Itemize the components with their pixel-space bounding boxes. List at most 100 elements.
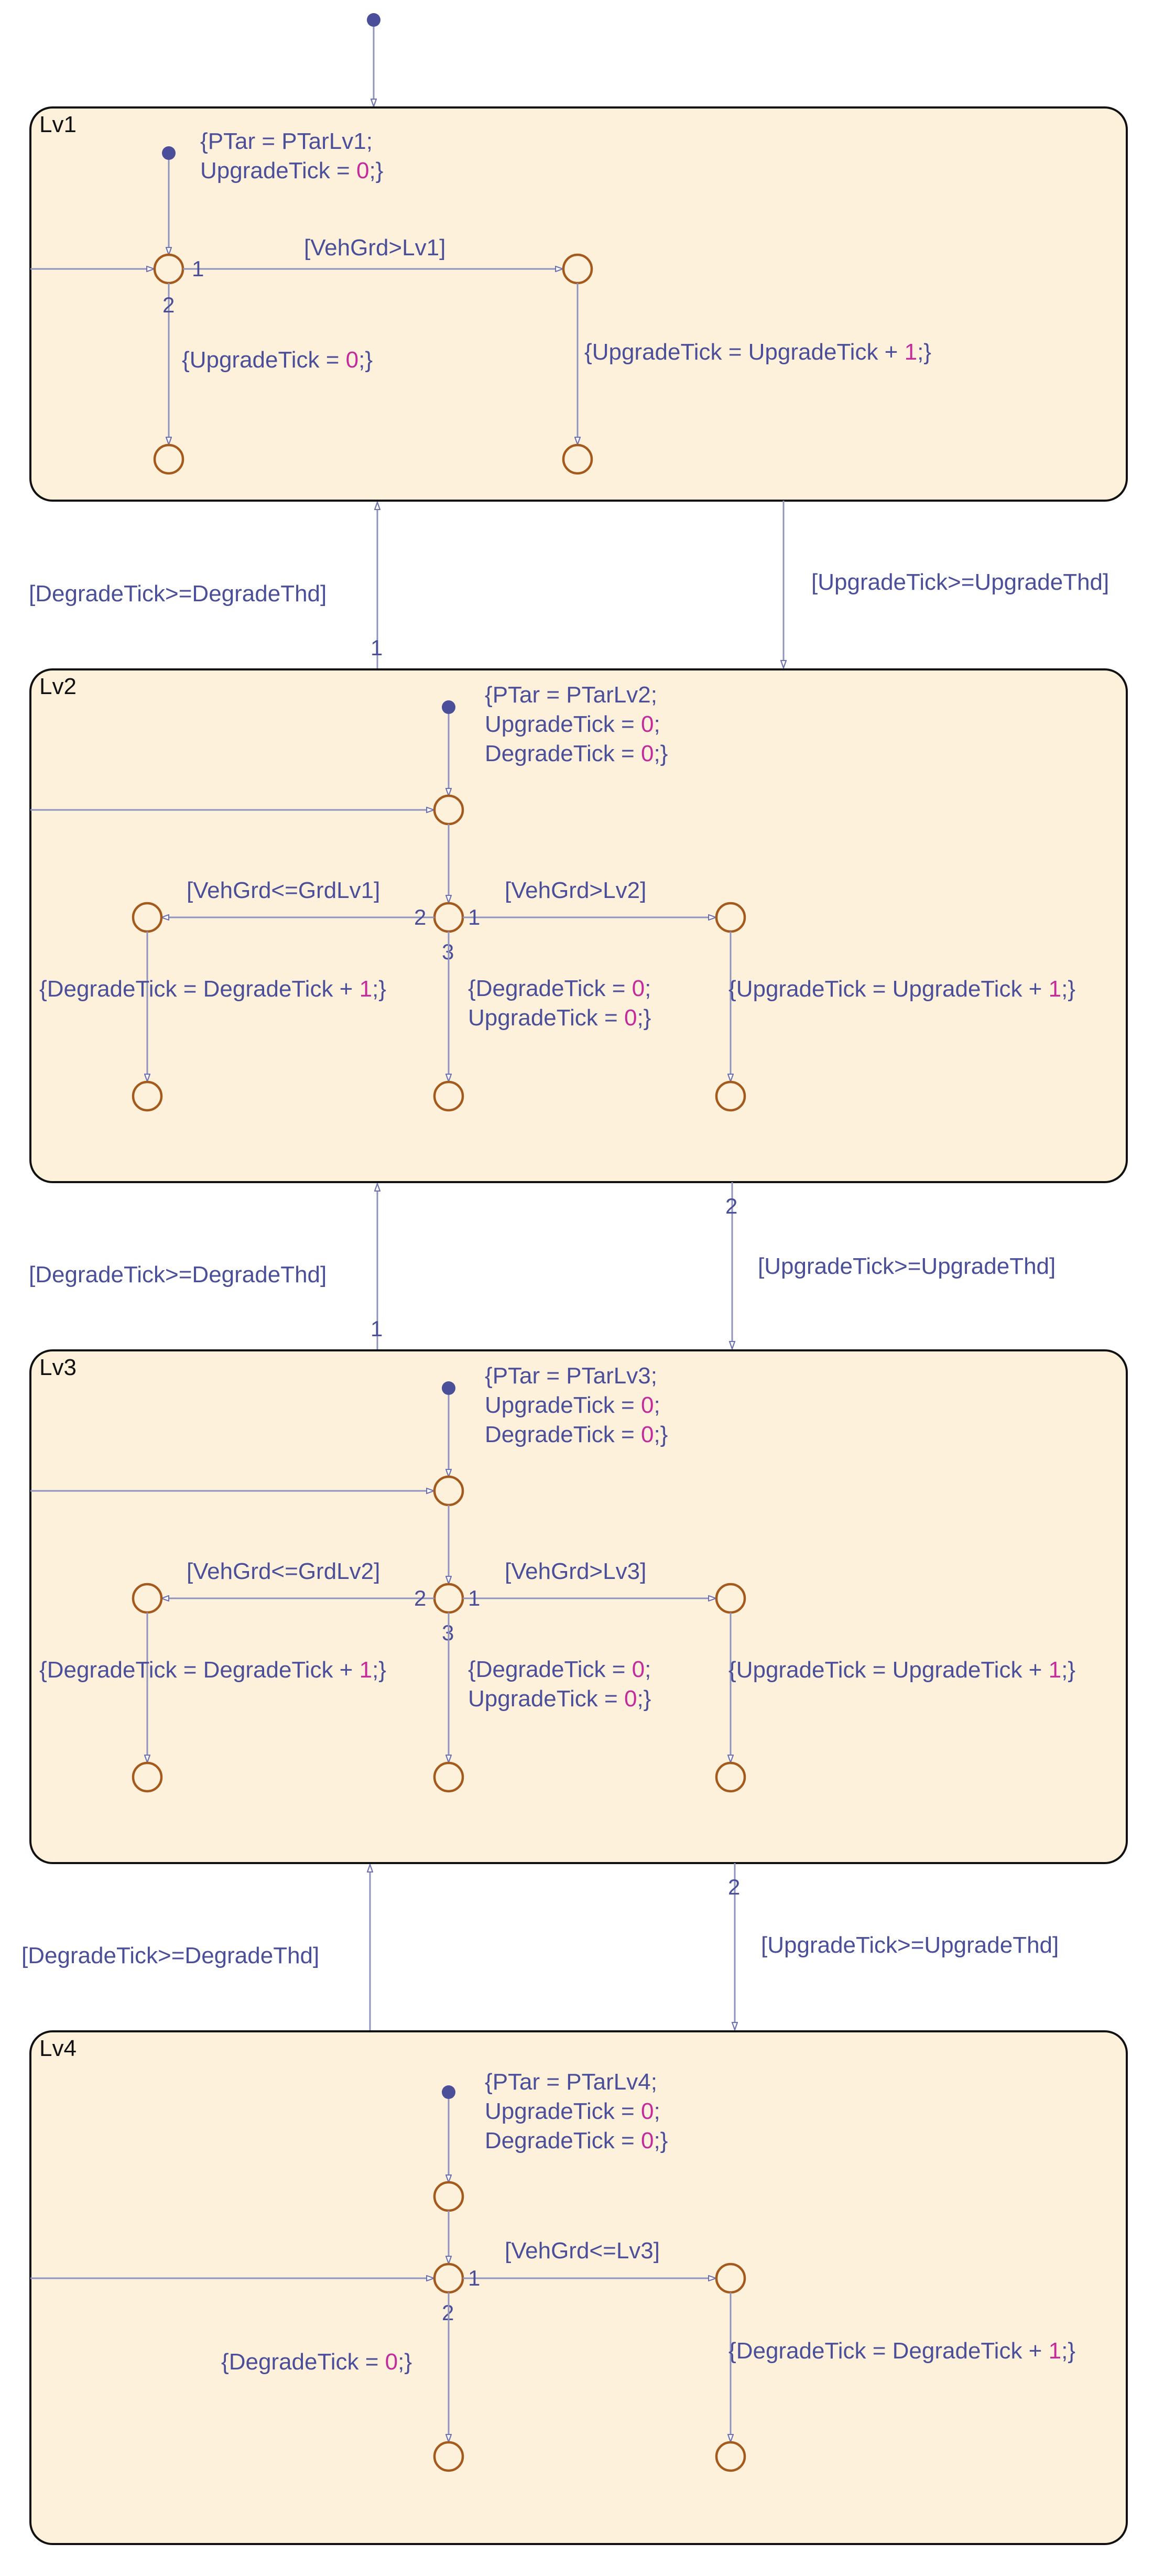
lv3-mid1-n: 0: [632, 1657, 645, 1682]
state-lv2-box[interactable]: [29, 668, 1128, 1183]
lv2-inc-b: ;}: [1061, 976, 1075, 1002]
lv3-mid-action-2: UpgradeTick = 0;}: [468, 1686, 651, 1712]
lv2-inc-n: 1: [1049, 976, 1061, 1002]
state-lv3-label: Lv3: [39, 1355, 77, 1380]
state-lv4-box[interactable]: [29, 2030, 1128, 2545]
lv4-entry-l2a: UpgradeTick =: [485, 2098, 641, 2124]
lv3-mid1-a: {DegradeTick =: [468, 1657, 632, 1682]
lv4-order-1: 1: [468, 2266, 480, 2290]
lv3-mid1-b: ;: [645, 1657, 651, 1682]
lv2-entry-l2n: 0: [641, 711, 654, 737]
lv2-mid1-a: {DegradeTick =: [468, 976, 632, 1001]
transition-lv2-to-lv1-label: [DegradeTick>=DegradeThd]: [29, 581, 327, 607]
state-lv3[interactable]: Lv3 {PTar = PTarLv3; UpgradeTick = 0; De…: [29, 1349, 1128, 1864]
chart-default-transition-dot: [367, 13, 380, 27]
lv3-entry-l2a: UpgradeTick =: [485, 1392, 641, 1418]
lv1-entry-line1: {PTar = PTarLv1;: [200, 128, 373, 154]
lv2-entry-l3a: DegradeTick =: [485, 741, 641, 766]
lv2-mid2-b: ;}: [637, 1005, 651, 1031]
lv4-degrade-guard: [VehGrd<=Lv3]: [505, 2238, 660, 2264]
lv2-upgrade-guard: [VehGrd>Lv2]: [505, 878, 646, 903]
state-lv4-label: Lv4: [39, 2036, 77, 2061]
lv2-entry-line3: DegradeTick = 0;}: [485, 741, 668, 766]
lv4-deg-b: ;}: [1061, 2338, 1075, 2364]
state-lv1-box[interactable]: [29, 106, 1128, 502]
lv2-junction-left-bottom[interactable]: [132, 1080, 163, 1112]
state-lv2-label: Lv2: [39, 674, 77, 699]
lv2-mid2-n: 0: [624, 1005, 637, 1031]
lv4-entry-line2: UpgradeTick = 0;: [485, 2098, 660, 2124]
lv2-default-dot: [442, 700, 455, 714]
lv1-entry-l2n: 0: [356, 158, 369, 183]
lv3-junction-left-bottom[interactable]: [132, 1761, 163, 1793]
lv3-junction-mid-bottom[interactable]: [433, 1761, 464, 1793]
lv3-junction-right-bottom[interactable]: [715, 1761, 746, 1793]
lv1-junction-reset[interactable]: [153, 443, 184, 475]
lv3-inc-a: {UpgradeTick = UpgradeTick +: [728, 1657, 1049, 1683]
lv3-entry-l2b: ;: [654, 1392, 660, 1418]
lv2-mid2-a: UpgradeTick =: [468, 1005, 624, 1031]
lv3-degrade-guard: [VehGrd<=GrdLv2]: [187, 1558, 380, 1584]
lv3-deg-n: 1: [360, 1657, 372, 1683]
lv3-mid2-b: ;}: [637, 1686, 651, 1712]
lv1-inc-action: {UpgradeTick = UpgradeTick + 1;}: [584, 339, 931, 365]
lv3-upgrade-guard: [VehGrd>Lv3]: [505, 1558, 646, 1584]
lv3-inc-action: {UpgradeTick = UpgradeTick + 1;}: [728, 1657, 1075, 1683]
lv2-mid1-b: ;: [645, 976, 651, 1001]
lv2-inc-a: {UpgradeTick = UpgradeTick +: [728, 976, 1049, 1002]
state-lv4[interactable]: Lv4 {PTar = PTarLv4; UpgradeTick = 0; De…: [29, 2030, 1128, 2545]
lv4-reset-a: {DegradeTick =: [221, 2349, 385, 2375]
lv3-deg-b: ;}: [372, 1657, 386, 1683]
lv3-mid-action-1: {DegradeTick = 0;: [468, 1657, 651, 1682]
lv3-order-2: 2: [414, 1586, 426, 1610]
lv2-mid-action-1: {DegradeTick = 0;: [468, 976, 651, 1001]
lv1-inc-b: ;}: [917, 339, 931, 365]
lv2-entry-l3b: ;}: [654, 741, 668, 766]
lv2-junction-right-bottom[interactable]: [715, 1080, 746, 1112]
lv3-degrade-action: {DegradeTick = DegradeTick + 1;}: [39, 1657, 386, 1683]
lv4-entry-line1: {PTar = PTarLv4;: [485, 2069, 657, 2095]
lv2-deg-n: 1: [360, 976, 372, 1002]
lv2-entry-line2: UpgradeTick = 0;: [485, 711, 660, 737]
state-lv3-box[interactable]: [29, 1349, 1128, 1864]
lv3-entry-line2: UpgradeTick = 0;: [485, 1392, 660, 1418]
lv2-entry-l3n: 0: [641, 741, 654, 766]
lv1-inc-n: 1: [905, 339, 917, 365]
lv4-deg-n: 1: [1049, 2338, 1061, 2364]
transition-lv3-to-lv4-order: 2: [728, 1875, 740, 1899]
state-lv1-label: Lv1: [39, 112, 77, 137]
lv2-entry-l2a: UpgradeTick =: [485, 711, 641, 737]
lv2-mid1-n: 0: [632, 976, 645, 1001]
lv2-degrade-guard: [VehGrd<=GrdLv1]: [187, 878, 380, 903]
lv3-entry-l3b: ;}: [654, 1422, 668, 1447]
lv3-entry-l2n: 0: [641, 1392, 654, 1418]
lv1-reset-b: ;}: [358, 347, 373, 373]
lv1-reset-action: {UpgradeTick = 0;}: [182, 347, 373, 373]
lv3-default-dot: [442, 1381, 455, 1395]
lv3-deg-a: {DegradeTick = DegradeTick +: [39, 1657, 360, 1683]
state-lv1[interactable]: Lv1 {PTar = PTarLv1; UpgradeTick = 0;} […: [29, 106, 1128, 502]
lv4-junction-mid-bottom[interactable]: [433, 2441, 464, 2472]
lv4-default-dot: [442, 2085, 455, 2099]
lv1-inc-a: {UpgradeTick = UpgradeTick +: [584, 339, 905, 365]
lv3-entry-line1: {PTar = PTarLv3;: [485, 1363, 657, 1389]
lv4-entry-l3n: 0: [641, 2128, 654, 2153]
lv3-entry-l3n: 0: [641, 1422, 654, 1447]
lv1-entry-l2a: UpgradeTick =: [200, 158, 356, 183]
transition-lv3-to-lv2-label: [DegradeTick>=DegradeThd]: [29, 1262, 327, 1287]
state-lv2[interactable]: Lv2 {PTar = PTarLv2; UpgradeTick = 0; De…: [29, 668, 1128, 1183]
lv1-entry-l2b: ;}: [369, 158, 383, 183]
lv2-order-2: 2: [414, 905, 426, 929]
lv1-reset-a: {UpgradeTick =: [182, 347, 346, 373]
lv2-entry-l2b: ;: [654, 711, 660, 737]
lv4-junction-right-bottom[interactable]: [715, 2441, 746, 2472]
lv4-entry-l2n: 0: [641, 2098, 654, 2124]
lv3-mid2-a: UpgradeTick =: [468, 1686, 624, 1712]
lv4-reset-n: 0: [385, 2349, 398, 2375]
lv2-junction-mid-bottom[interactable]: [433, 1080, 464, 1112]
transition-lv2-to-lv3-label: [UpgradeTick>=UpgradeThd]: [758, 1253, 1056, 1279]
lv2-deg-b: ;}: [372, 976, 386, 1002]
lv2-degrade-action: {DegradeTick = DegradeTick + 1;}: [39, 976, 386, 1002]
lv1-junction-inc[interactable]: [562, 443, 593, 475]
